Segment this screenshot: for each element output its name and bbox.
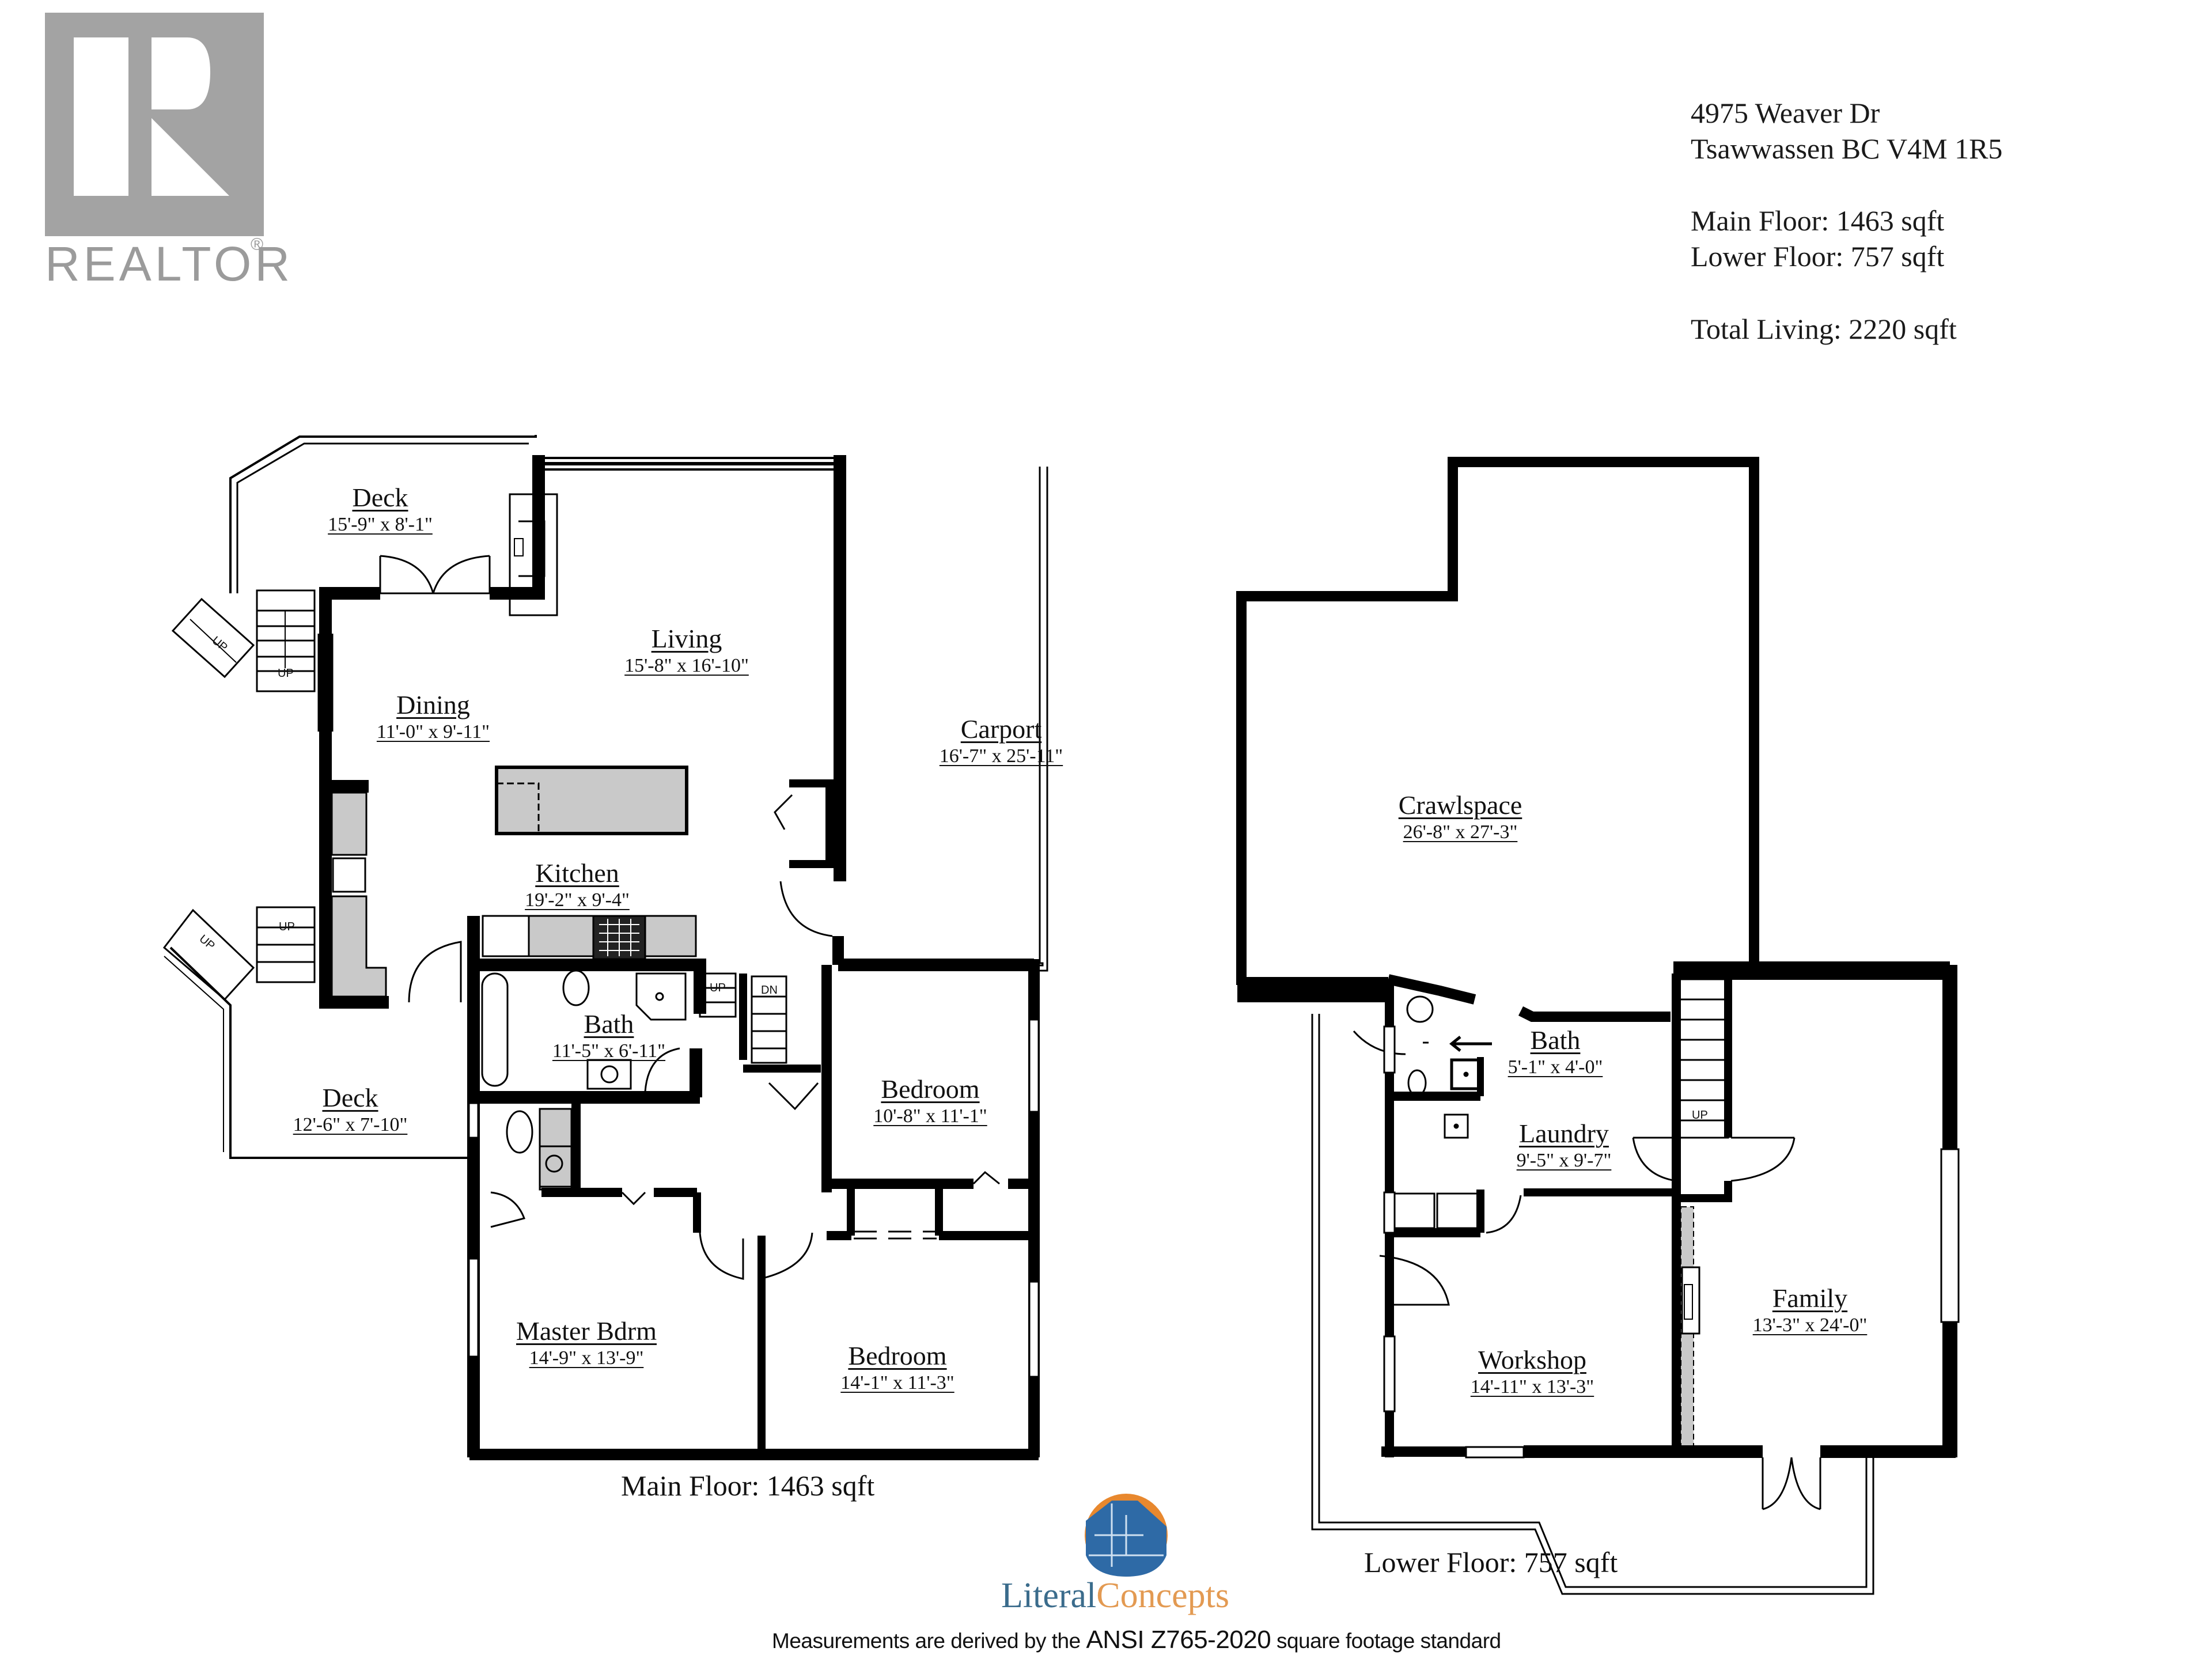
stair-label: UP bbox=[278, 667, 294, 680]
room-label-laundry: Laundry 9'-5" x 9'-7" bbox=[1516, 1119, 1612, 1171]
room-label-dining: Dining 11'-0" x 9'-11" bbox=[376, 690, 490, 743]
room-label-workshop: Workshop 14'-11" x 13'-3" bbox=[1470, 1345, 1594, 1397]
literal-concepts-logo-icon bbox=[1085, 1494, 1168, 1577]
room-label-bath-main: Bath 11'-5" x 6'-11" bbox=[552, 1009, 666, 1062]
stair-label: UP bbox=[710, 982, 726, 994]
registered-mark: ® bbox=[251, 235, 264, 254]
address-line2: Tsawwassen BC V4M 1R5 bbox=[1691, 132, 2003, 165]
main-floor-area: Main Floor: 1463 sqft bbox=[1691, 204, 1945, 237]
lower-floor-plan bbox=[1236, 457, 1960, 1595]
realtor-logo-icon bbox=[45, 13, 264, 236]
literal-concepts-wordmark: LiteralConcepts bbox=[1001, 1576, 1229, 1615]
main-floor-caption: Main Floor: 1463 sqft bbox=[621, 1469, 875, 1502]
room-label-bath-lower: Bath 5'-1" x 4'-0" bbox=[1508, 1025, 1603, 1078]
room-label-family: Family 13'-3" x 24'-0" bbox=[1752, 1283, 1868, 1336]
room-label-carport: Carport 16'-7" x 25'-11" bbox=[939, 714, 1063, 767]
lower-floor-area: Lower Floor: 757 sqft bbox=[1691, 240, 1945, 272]
measurement-disclaimer: Measurements are derived by the ANSI Z76… bbox=[772, 1626, 1501, 1654]
room-label-deck-upper: Deck 15'-9" x 8'-1" bbox=[328, 483, 433, 535]
room-label-deck-lower: Deck 12'-6" x 7'-10" bbox=[293, 1083, 408, 1135]
room-label-living: Living 15'-8" x 16'-10" bbox=[624, 624, 749, 676]
main-floor-plan bbox=[162, 435, 1048, 1460]
room-label-bedroom-3: Bedroom 14'-1" x 11'-3" bbox=[840, 1341, 955, 1393]
room-label-bedroom-2: Bedroom 10'-8" x 11'-1" bbox=[873, 1074, 987, 1127]
lower-floor-caption: Lower Floor: 757 sqft bbox=[1364, 1546, 1618, 1578]
stair-label: UP bbox=[1692, 1109, 1708, 1122]
total-living-area: Total Living: 2220 sqft bbox=[1691, 313, 1957, 345]
realtor-logo-text: REALTOR bbox=[45, 237, 293, 291]
room-label-kitchen: Kitchen 19'-2" x 9'-4" bbox=[525, 858, 630, 911]
room-label-master-bedroom: Master Bdrm 14'-9" x 13'-9" bbox=[516, 1316, 657, 1369]
address-line1: 4975 Weaver Dr bbox=[1691, 97, 1880, 129]
room-label-crawlspace: Crawlspace 26'-8" x 27'-3" bbox=[1398, 790, 1522, 843]
stair-label: DN bbox=[761, 984, 778, 997]
stair-label: UP bbox=[279, 921, 295, 933]
